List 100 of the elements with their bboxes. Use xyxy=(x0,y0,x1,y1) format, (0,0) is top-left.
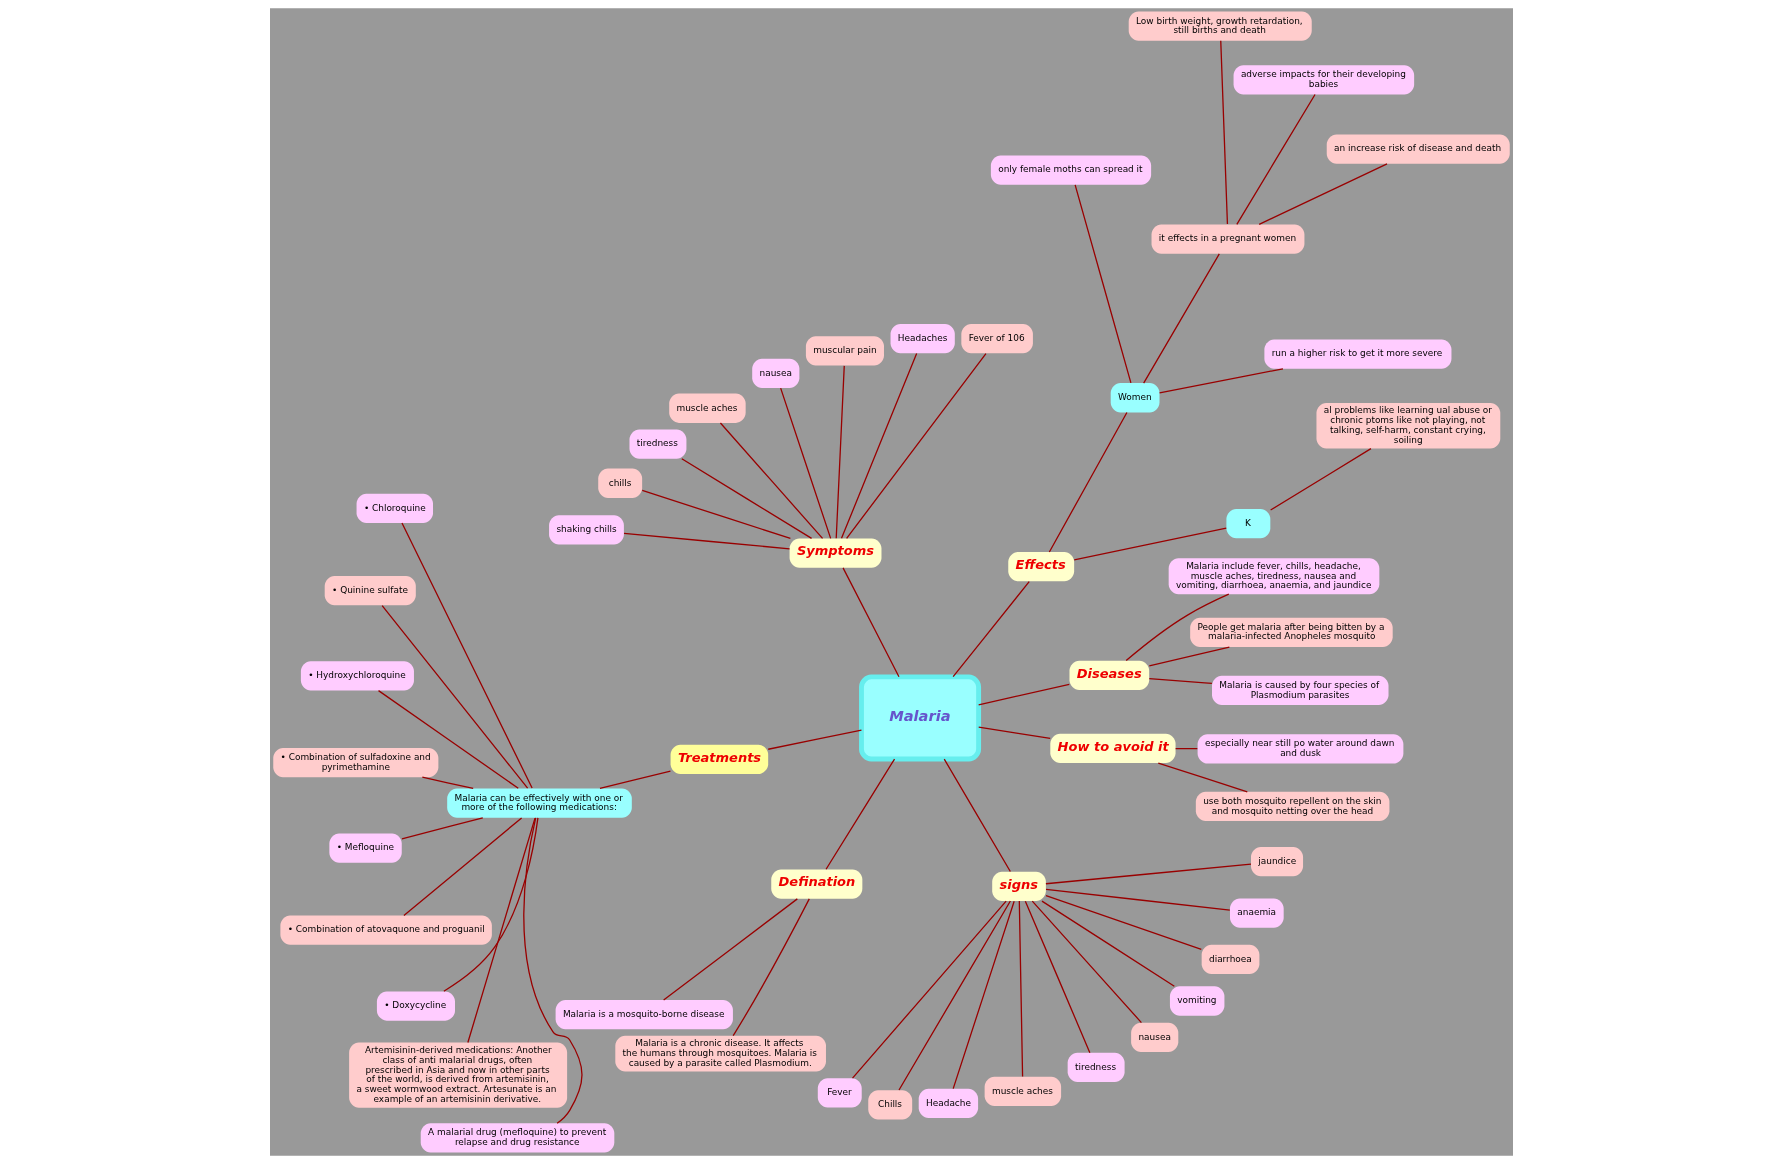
connector xyxy=(1258,163,1388,225)
node-box: Fever of 106 xyxy=(960,324,1033,354)
node-box: • Mefloquine xyxy=(328,833,402,863)
connector xyxy=(400,522,533,789)
connector xyxy=(466,817,536,1044)
node-box: Diseases xyxy=(1069,660,1149,691)
connector xyxy=(377,690,519,789)
connector xyxy=(1157,762,1248,793)
node-box: Malaria is caused by four species of Plasmodium parasites xyxy=(1211,675,1388,705)
connector xyxy=(719,422,823,540)
node-box: Chills xyxy=(867,1090,912,1120)
node-box: diarrhoea xyxy=(1201,944,1259,975)
node-box: signs xyxy=(991,871,1046,901)
node-box: Fever xyxy=(817,1078,862,1108)
connector xyxy=(1073,527,1227,561)
node-box: Effects xyxy=(1007,552,1074,582)
connector xyxy=(1148,677,1213,685)
connector xyxy=(1044,888,1230,911)
connector xyxy=(1044,863,1252,885)
connector xyxy=(732,898,810,1037)
connector xyxy=(381,604,528,789)
connector xyxy=(400,817,483,840)
node-box: nausea xyxy=(1130,1022,1178,1053)
node-box: • Chloroquine xyxy=(356,493,433,523)
connector xyxy=(522,817,583,1124)
node-box: Malaria include fever, chills, headache, muscle aches, tiredness, nausea and vomiting, diarrhoea, anaemia, and jaundice xyxy=(1168,558,1379,595)
connector xyxy=(1024,900,1090,1054)
node-box: Malaria is a mosquito-borne disease xyxy=(555,1000,733,1030)
node-box: vomiting xyxy=(1169,986,1224,1016)
connector xyxy=(1158,368,1284,394)
connector xyxy=(767,729,862,750)
connector xyxy=(977,726,1051,740)
connector xyxy=(943,758,1011,873)
connector xyxy=(641,489,791,540)
connector xyxy=(845,352,987,539)
node-box: shaking chills xyxy=(548,515,624,545)
node-box: • Combination of atovaquone and proguanil xyxy=(279,915,492,945)
node-box: • Doxycycline xyxy=(376,991,455,1021)
connector xyxy=(1219,40,1228,225)
node-box: Malaria is a chronic disease. It affects the humans through mosquitoes. Malaria is caused by a parasite called Plasmodium. xyxy=(614,1035,826,1072)
node-box: Artemisinin-derived medications: Another class of anti malarial drugs, often prescribed in Asia and now in other parts of the world, is derived from artemisinin, a sweet wormwood extract. Artesunate is an example of an artemisinin derivative. xyxy=(348,1042,567,1108)
connector xyxy=(1048,411,1128,553)
connector xyxy=(402,817,522,917)
connector xyxy=(897,900,1011,1091)
node-box: chills xyxy=(597,468,642,498)
node-box: nausea xyxy=(751,358,799,389)
node-box: use both mosquito repellent on the skin and mosquito netting over the head xyxy=(1195,791,1389,822)
node-box: • Hydroxychloroquine xyxy=(300,661,414,691)
connector xyxy=(841,567,900,678)
node-box: anaemia xyxy=(1229,898,1284,928)
connector xyxy=(421,776,474,790)
connector xyxy=(1040,900,1175,987)
connector xyxy=(851,900,1007,1079)
node-box: A malarial drug (mefloquine) to prevent relapse and drug resistance xyxy=(420,1123,614,1153)
node-box: K xyxy=(1225,509,1270,539)
node-box: Malaria xyxy=(858,674,981,762)
node-box: Treatments xyxy=(670,744,768,774)
node-box: muscle aches xyxy=(984,1076,1061,1107)
connector xyxy=(1142,253,1220,384)
connector xyxy=(1235,93,1316,225)
node-box: muscle aches xyxy=(668,393,746,423)
node-box: People get malaria after being bitten by a malaria-infected Anopheles mosquito xyxy=(1189,617,1393,647)
node-box: Women xyxy=(1110,383,1159,413)
node-box: tiredness xyxy=(1067,1052,1125,1083)
connector xyxy=(1044,895,1202,950)
connector xyxy=(977,683,1070,706)
connector xyxy=(662,898,798,1001)
connector xyxy=(1269,448,1372,511)
node-box: run a higher risk to get it more severe xyxy=(1263,339,1451,369)
node-box: Low birth weight, growth retardation, still births and death xyxy=(1128,11,1312,41)
connector xyxy=(1148,646,1230,667)
connector xyxy=(1125,593,1229,662)
connector xyxy=(952,581,1030,678)
node-box: jaundice xyxy=(1250,847,1303,877)
connector xyxy=(442,817,539,992)
connector xyxy=(1174,747,1198,750)
connector xyxy=(779,387,831,540)
node-box: an increase risk of disease and death xyxy=(1326,134,1510,164)
node-box: • Quinine sulfate xyxy=(324,576,416,606)
node-box: especially near still po water around dawn and dusk xyxy=(1197,734,1403,764)
node-box: al problems like learning ual abuse or chronic ptoms like not playing, not talking, self-harm, constant crying, soiling xyxy=(1315,403,1500,449)
node-box: it effects in a pregnant women xyxy=(1151,224,1304,254)
connector xyxy=(840,352,917,539)
node-box: • Combination of sulfadoxine and pyrimethamine xyxy=(272,747,438,778)
connector xyxy=(835,365,845,539)
node-box: Malaria can be effectively with one or more of the following medications: xyxy=(446,788,632,818)
connector xyxy=(1018,900,1023,1078)
node-box: How to avoid it xyxy=(1049,733,1176,763)
connector xyxy=(622,532,790,550)
connector xyxy=(824,758,895,870)
connector xyxy=(952,900,1015,1090)
node-box: only female moths can spread it xyxy=(990,155,1151,185)
connector xyxy=(1031,900,1142,1024)
node-box: Headaches xyxy=(890,323,955,354)
connector xyxy=(1074,184,1132,384)
node-box: tiredness xyxy=(629,429,686,459)
node-box: muscular pain xyxy=(805,336,884,366)
connector xyxy=(598,770,671,790)
node-box: Symptoms xyxy=(789,538,881,568)
node-box: Defination xyxy=(770,869,862,899)
